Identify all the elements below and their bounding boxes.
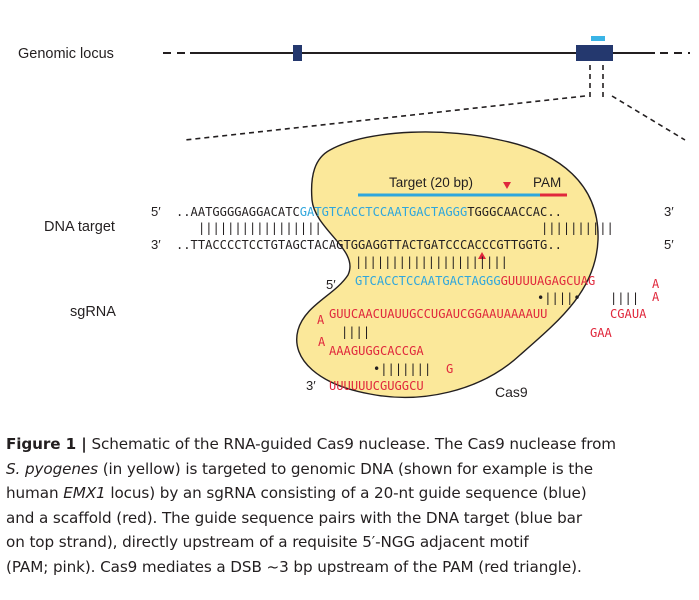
cas9-protein-shape [296, 131, 599, 399]
stem3-pairs: •||||||| [373, 362, 431, 376]
sgrna-line-4: UUUUUUCGUGGCU [329, 379, 424, 393]
sgrna-3prime: 3′ [306, 378, 316, 393]
sgrna-line-3: AAAGUGGCACCGA [329, 344, 424, 358]
caption-line-3: human EMX1 locus) by an sgRNA consisting… [6, 484, 587, 503]
caption-line-4: and a scaffold (red). The guide sequence… [6, 508, 582, 527]
stem3-g: G [446, 362, 453, 376]
stem2-pairs: |||| [341, 325, 370, 339]
dna-target-label: DNA target [44, 219, 115, 235]
caption-line-2: S. pyogenes (in yellow) is targeted to g… [6, 459, 593, 478]
top-base-pairs-right: |||||||||| [541, 221, 614, 235]
cleavage-triangle-top [503, 182, 511, 189]
bottom-strand-sequence: ..TTACCCCTCCTGTAGCTACAGTGGAGGTTACTGATCCC… [176, 238, 562, 252]
caption-line-6: (PAM; pink). Cas9 mediates a DSB ~3 bp u… [6, 557, 582, 576]
sgrna-line-2: GUUCAACUAUUGCCUGAUCGGAAUAAAAUU [329, 307, 547, 321]
top-strand-3prime: 3′ [664, 204, 674, 219]
zoom-guide-left [184, 95, 586, 141]
bottom-strand-3prime: 3′ [151, 237, 161, 252]
target-site-tick [591, 36, 605, 41]
cleavage-triangle-bottom [478, 252, 486, 259]
figure-caption: Figure 1 | Schematic of the RNA-guided C… [6, 432, 696, 580]
sgrna-label: sgRNA [70, 304, 116, 320]
caption-figure-label: Figure 1 | [6, 435, 87, 453]
loop-a-left-2: A [318, 335, 326, 349]
guide-base-pairs: ||||||||||||||||||||| [355, 255, 508, 269]
pam-label: PAM [533, 175, 561, 190]
genomic-locus-track: Genomic locus [18, 36, 690, 141]
loop-a-left-1: A [317, 313, 325, 327]
top-strand-5prime: 5′ [151, 204, 161, 219]
caption-line-1: Figure 1 | Schematic of the RNA-guided C… [6, 435, 616, 453]
caption-line-5: on top strand), directly upstream of a r… [6, 533, 529, 552]
target-label: Target (20 bp) [389, 175, 473, 190]
bottom-strand-5prime: 5′ [664, 237, 674, 252]
loop-a-right-1: A [652, 277, 660, 291]
exon-target [576, 45, 613, 61]
loop-tail: GAA [590, 326, 613, 340]
top-strand-sequence: ..AATGGGGAGGACATCGATGTCACCTCCAATGACTAGGG… [176, 205, 562, 219]
cas9-label: Cas9 [495, 384, 528, 400]
cas9-schematic-diagram: Genomic locus Target (20 bp) PAM DNA tar… [18, 36, 690, 400]
zoom-guide-right [611, 95, 686, 141]
genomic-locus-label: Genomic locus [18, 46, 114, 62]
exon-small [293, 45, 302, 61]
loop-right: CGAUA [610, 307, 647, 321]
sgrna-line-1: GTCACCTCCAATGACTAGGGGUUUUAGAGCUAG [355, 274, 595, 288]
stem1-pairs-left: •||||• [537, 291, 581, 305]
stem1-pairs-right: |||| [610, 291, 639, 305]
top-base-pairs-left: ||||||||||||||||| [198, 221, 322, 235]
sgrna-5prime: 5′ [326, 277, 336, 292]
loop-a-right-2: A [652, 290, 660, 304]
